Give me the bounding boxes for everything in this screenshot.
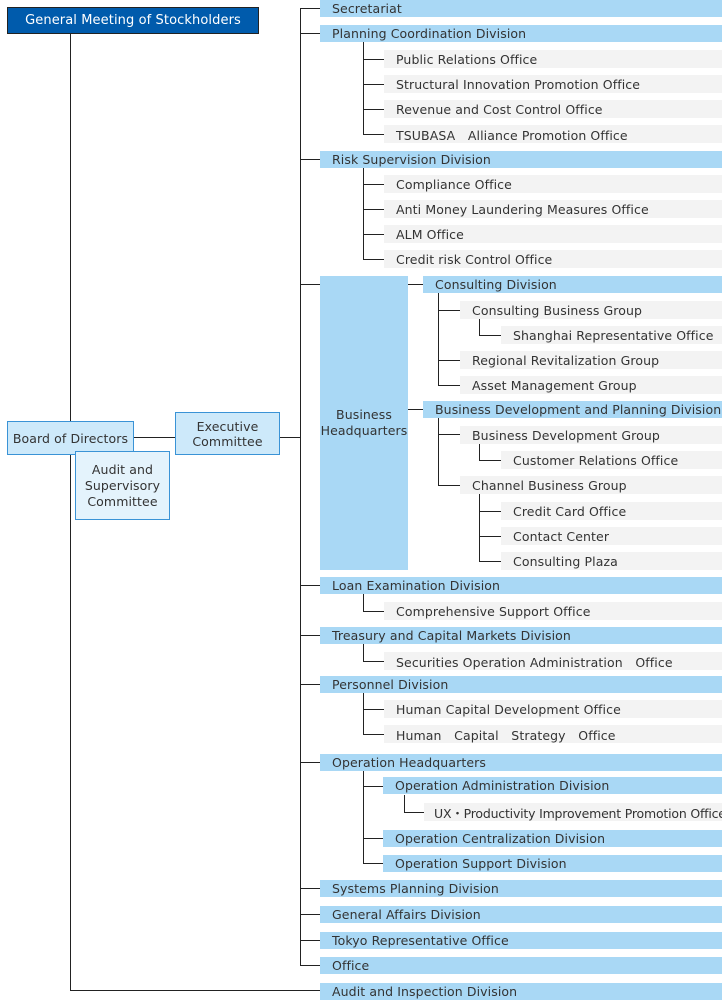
office-box: Contact Center xyxy=(501,527,722,545)
treasury-and-capital-markets-division-box: Treasury and Capital Markets Division xyxy=(320,627,722,644)
group-box: Channel Business Group xyxy=(460,476,722,494)
audit-and-supervisory-committee-box: Audit and Supervisory Committee xyxy=(75,451,170,520)
group-box: Asset Management Group xyxy=(460,376,722,394)
group-box: Business Development Group xyxy=(460,426,722,444)
general-meeting-of-stockholders-box: General Meeting of Stockholders xyxy=(7,7,259,34)
operation-headquarters-box: Operation Headquarters xyxy=(320,754,722,771)
group-box: Regional Revitalization Group xyxy=(460,351,722,369)
planning-coordination-division-box: Planning Coordination Division xyxy=(320,25,722,42)
office-box: Comprehensive Support Office xyxy=(384,602,722,620)
office-box: Revenue and Cost Control Office xyxy=(384,100,722,118)
tokyo-representative-office-box: Tokyo Representative Office xyxy=(320,932,722,949)
office-box: Consulting Plaza xyxy=(501,552,722,570)
systems-planning-division-box: Systems Planning Division xyxy=(320,880,722,897)
board-of-directors-box: Board of Directors xyxy=(7,421,134,455)
office-box: Structural Innovation Promotion Office xyxy=(384,75,722,93)
secretariat-box: Secretariat xyxy=(320,0,722,17)
office-box: UX・Productivity Improvement Promotion Of… xyxy=(424,803,722,821)
operation-administration-division-box: Operation Administration Division xyxy=(383,777,722,794)
office-box: Securities Operation Administration Offi… xyxy=(384,652,722,670)
office-box: Compliance Office xyxy=(384,175,722,193)
office-box: Credit risk Control Office xyxy=(384,250,722,268)
office-box: Credit Card Office xyxy=(501,502,722,520)
consulting-division-box: Consulting Division xyxy=(423,276,722,293)
group-box: Consulting Business Group xyxy=(460,301,722,319)
office-division-box: Office xyxy=(320,957,722,974)
office-box: Customer Relations Office xyxy=(501,451,722,469)
risk-supervision-division-box: Risk Supervision Division xyxy=(320,151,722,168)
office-box: Human Capital Strategy Office xyxy=(384,725,722,743)
personnel-division-box: Personnel Division xyxy=(320,676,722,693)
office-box: Human Capital Development Office xyxy=(384,700,722,718)
executive-committee-box: Executive Committee xyxy=(175,412,280,455)
office-box: TSUBASA Alliance Promotion Office xyxy=(384,125,722,143)
office-box: ALM Office xyxy=(384,225,722,243)
business-development-and-planning-division-box: Business Development and Planning Divisi… xyxy=(423,401,722,418)
operation-centralization-division-box: Operation Centralization Division xyxy=(383,830,722,847)
audit-and-inspection-division-box: Audit and Inspection Division xyxy=(320,983,722,1000)
office-box: Anti Money Laundering Measures Office xyxy=(384,200,722,218)
loan-examination-division-box: Loan Examination Division xyxy=(320,577,722,594)
office-box: Shanghai Representative Office xyxy=(501,326,722,344)
operation-support-division-box: Operation Support Division xyxy=(383,855,722,872)
general-affairs-division-box: General Affairs Division xyxy=(320,906,722,923)
office-box: Public Relations Office xyxy=(384,50,722,68)
business-headquarters-box: Business Headquarters xyxy=(320,276,408,570)
